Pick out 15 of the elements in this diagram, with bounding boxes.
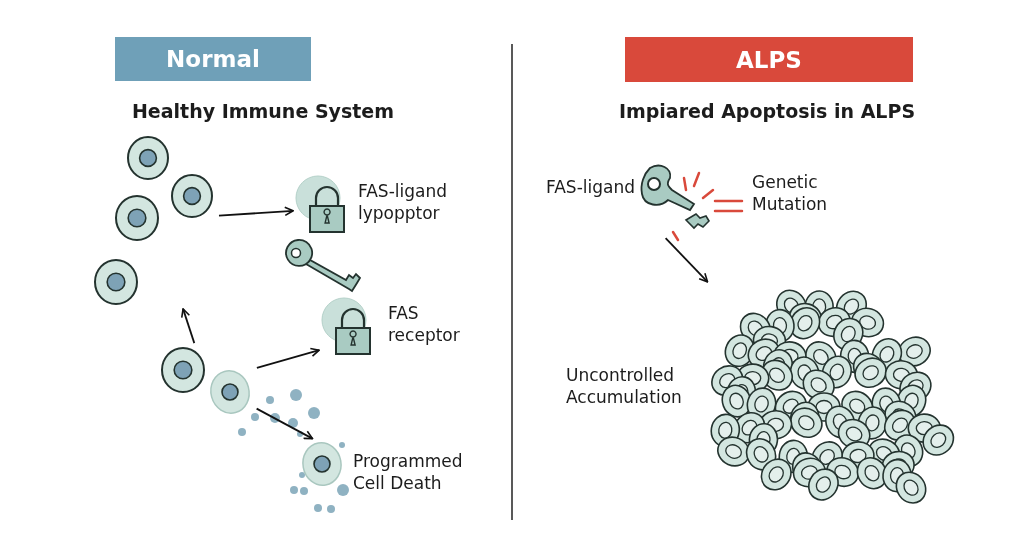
node-label: FAS-ligand — [546, 176, 636, 198]
node-caption: Uncontrolled Accumulation — [566, 364, 683, 408]
node-label: FAS receptor — [388, 302, 461, 346]
annotation-text: Genetic Mutation — [752, 171, 829, 215]
arrow — [256, 347, 320, 369]
header-band: Normal — [115, 37, 311, 81]
node-label: Programmed Cell Death — [353, 450, 464, 494]
arrow — [180, 307, 196, 345]
node-label: FAS-ligand lypopptor — [358, 180, 448, 224]
panel-subtitle: Healthy Immune System — [130, 100, 396, 122]
arrow — [218, 206, 294, 217]
header-band: ALPS — [625, 37, 913, 82]
arrow — [255, 407, 314, 440]
panel-subtitle: Impiared Apoptosis in ALPS — [617, 100, 917, 122]
arrow — [664, 237, 709, 283]
